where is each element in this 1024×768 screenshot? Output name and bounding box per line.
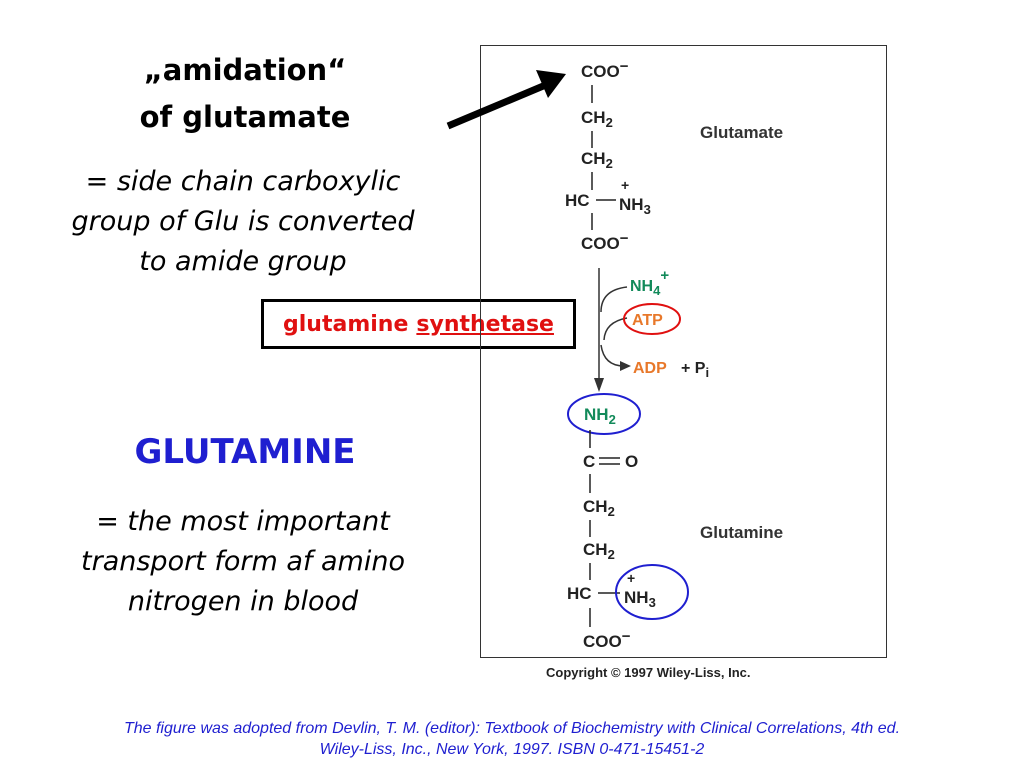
- glutamine-nh3: NH3: [624, 588, 656, 610]
- nh4-input-curve: [600, 286, 628, 313]
- atp-highlight-circle: [623, 303, 681, 335]
- glutamate-hc: HC: [565, 191, 590, 210]
- pointer-arrow-shaft: [446, 80, 550, 130]
- adp-output-arrowhead: [620, 361, 631, 371]
- glutamine-title: GLUTAMINE: [134, 432, 356, 472]
- heading-line-1: „amidation“: [143, 53, 347, 87]
- glutamine-carbonyl-o: O: [625, 452, 638, 471]
- glutamine-structure: NH2 C O CH2 CH2 HC + NH3 COO−: [567, 393, 689, 651]
- description-1-line-2: group of Glu is converted: [71, 206, 415, 237]
- adp-label: ADP: [633, 360, 667, 377]
- description-1-line-3: to amide group: [139, 246, 347, 277]
- reaction-arrow-head: [594, 378, 604, 392]
- figure-frame: [480, 45, 887, 658]
- glutamine-label: Glutamine: [700, 523, 783, 542]
- description-2-line-3: nitrogen in blood: [127, 586, 359, 617]
- atp-label: ATP: [632, 312, 663, 329]
- glutamine-coo: COO−: [583, 628, 631, 651]
- glutamine-hc: HC: [567, 584, 592, 603]
- enzyme-box: glutamine synthetase: [261, 299, 576, 349]
- glutamine-plus: +: [627, 570, 635, 586]
- enzyme-name-word-2: synthetase: [416, 311, 554, 337]
- glutamate-coo-top: COO−: [581, 58, 629, 81]
- glutamine-nh2: NH2: [584, 405, 616, 427]
- glutamine-ch2-2: CH2: [583, 540, 615, 562]
- description-2-line-2: transport form af amino: [81, 546, 405, 577]
- glutamate-ch2-1: CH2: [581, 108, 613, 130]
- ammonium-label: NH4+: [630, 267, 669, 298]
- description-2-line-1: = the most important: [96, 506, 390, 537]
- copyright-notice: Copyright © 1997 Wiley-Liss, Inc.: [546, 665, 751, 680]
- glutamate-coo-bottom: COO−: [581, 230, 629, 253]
- citation: The figure was adopted from Devlin, T. M…: [0, 718, 1024, 760]
- glutamate-nh3: NH3: [619, 195, 651, 217]
- glutamine-carbonyl-c: C: [583, 452, 595, 471]
- glutamate-structure: COO− CH2 CH2 HC + NH3 COO−: [565, 58, 651, 253]
- amide-nh2-highlight-circle: [567, 393, 641, 435]
- glutamate-plus: +: [621, 177, 629, 193]
- phosphate-label: + Pi: [681, 360, 709, 380]
- glutamate-label: Glutamate: [700, 123, 783, 142]
- enzyme-name-word-1: glutamine: [283, 311, 409, 337]
- alpha-amino-highlight-circle: [615, 564, 689, 620]
- description-1-line-1: = side chain carboxylic: [85, 166, 401, 197]
- heading-line-2: of glutamate: [139, 100, 351, 134]
- pointer-arrow-head: [536, 70, 566, 98]
- glutamate-ch2-2: CH2: [581, 149, 613, 171]
- citation-line-1: The figure was adopted from Devlin, T. M…: [123, 720, 901, 737]
- citation-line-2: Wiley-Liss, Inc., New York, 1997. ISBN 0…: [319, 741, 705, 758]
- glutamine-ch2-1: CH2: [583, 497, 615, 519]
